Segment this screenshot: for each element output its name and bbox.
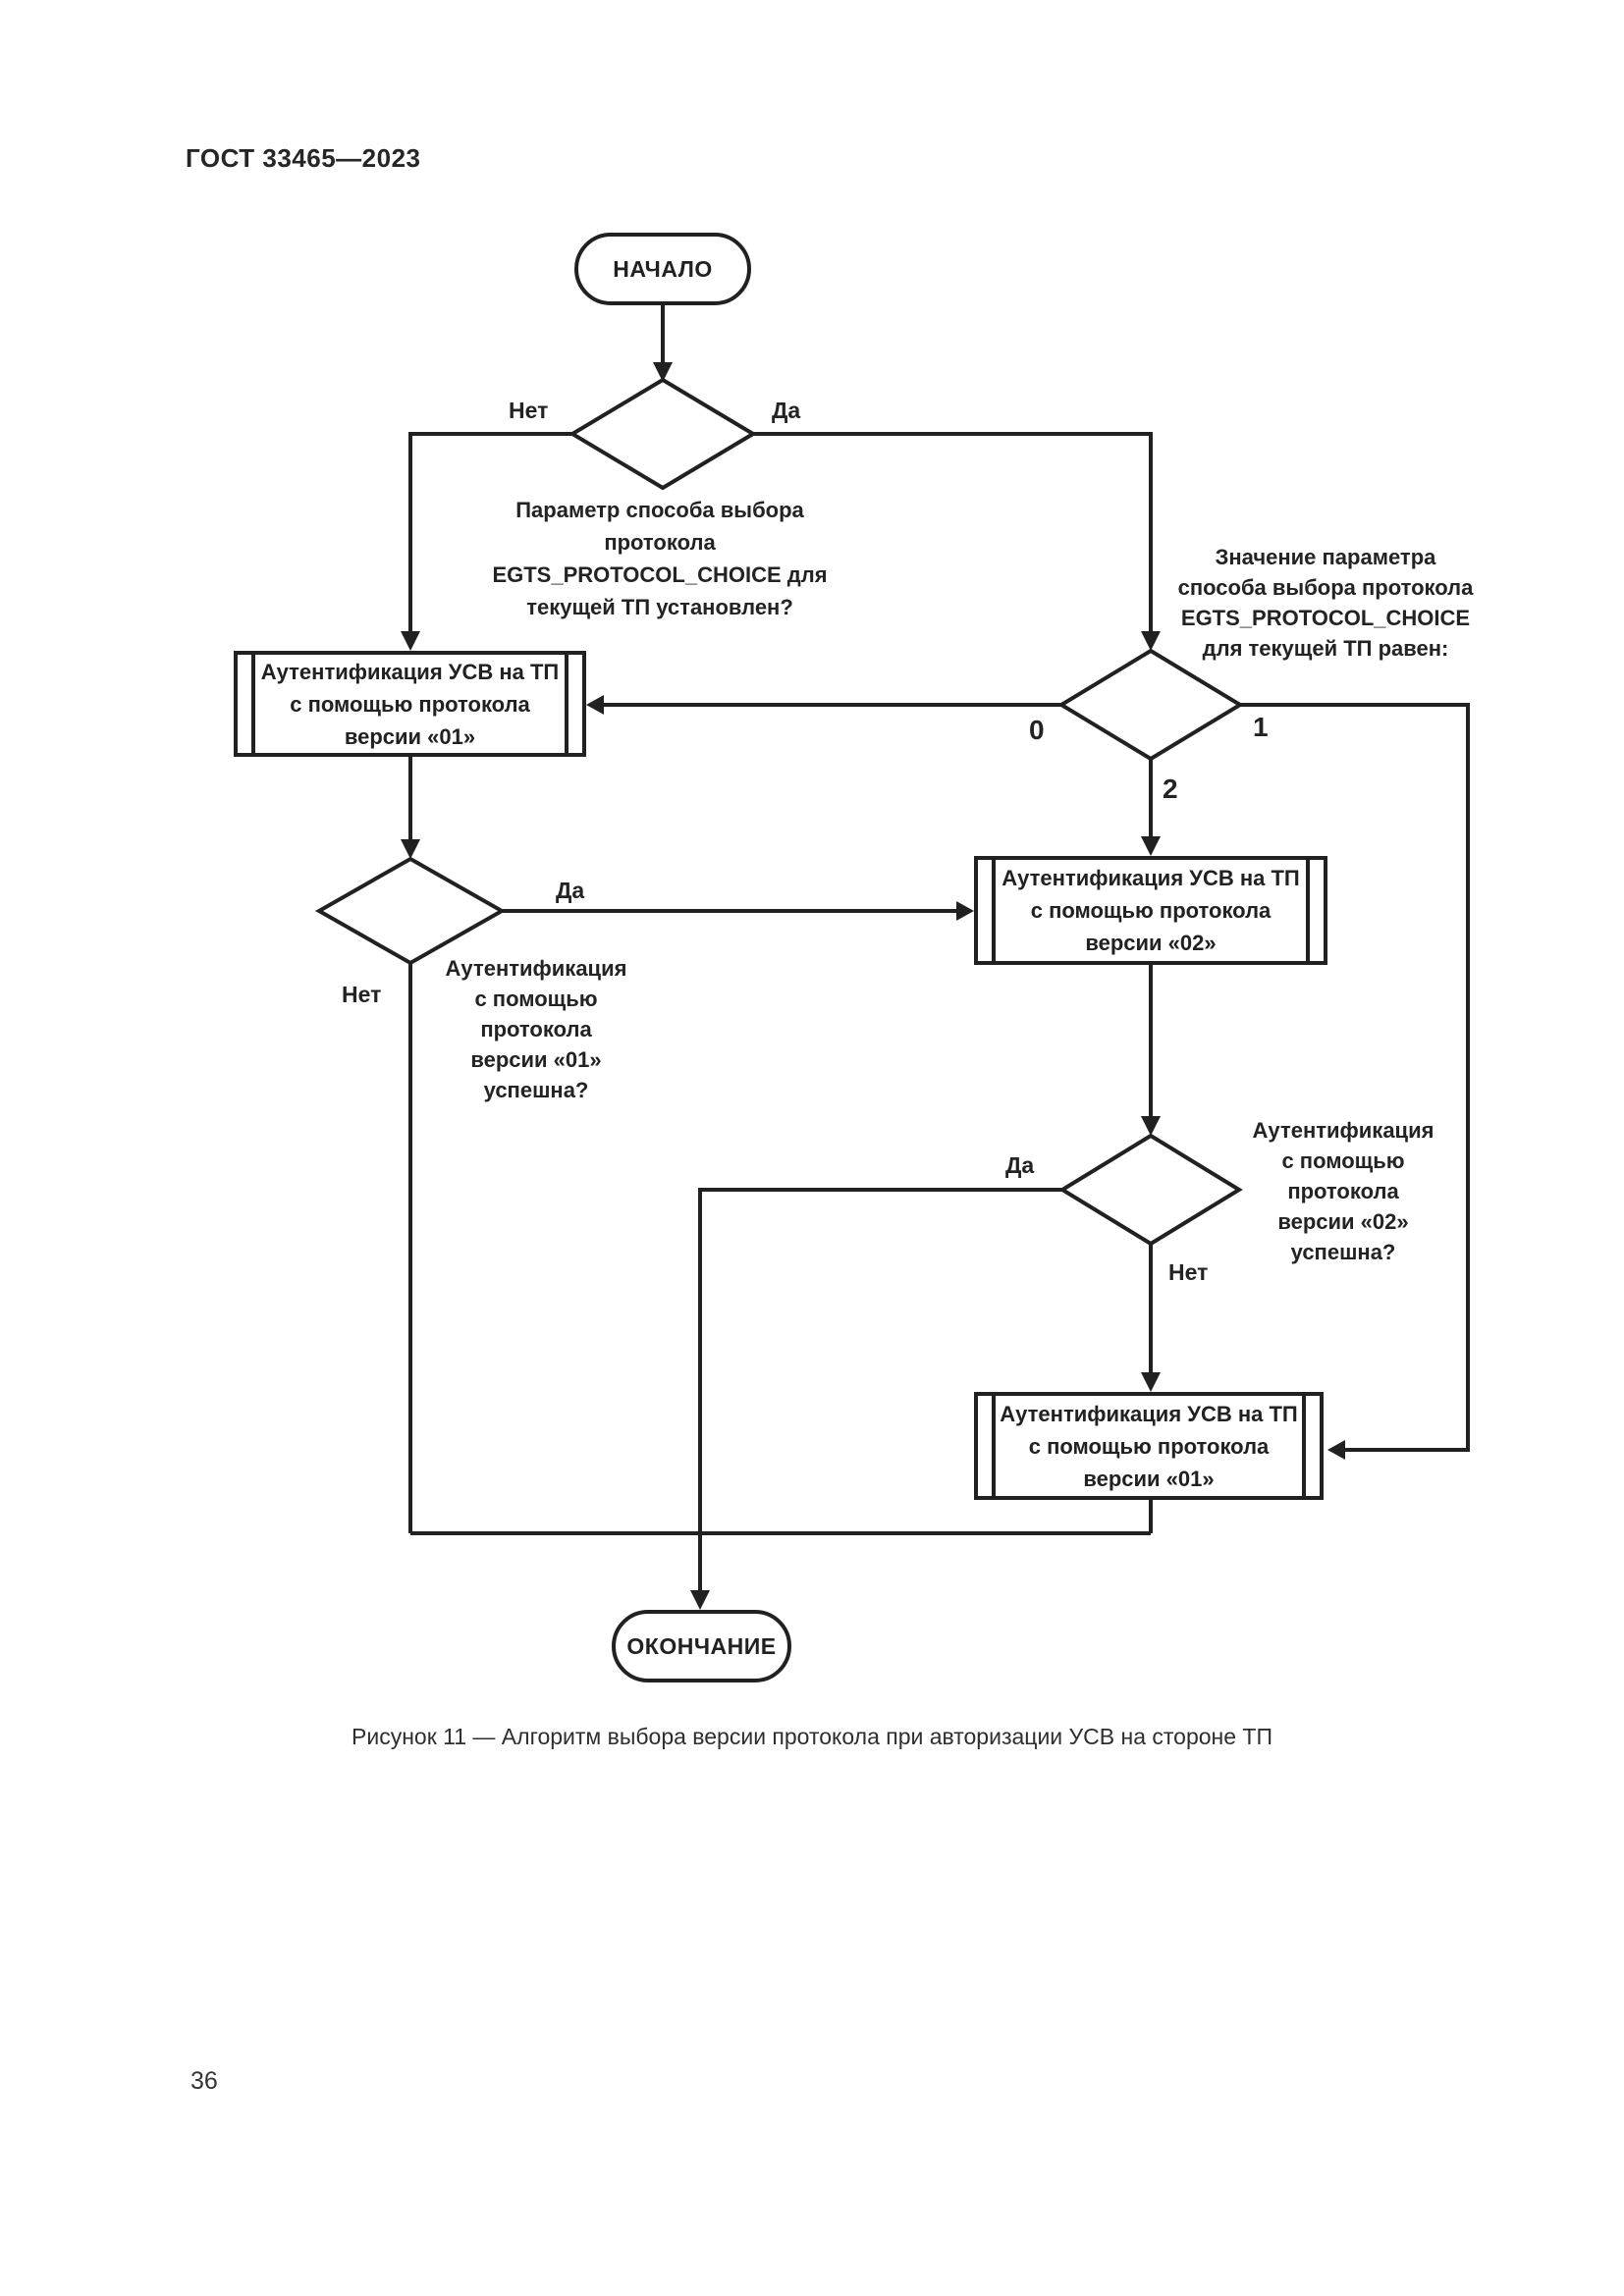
label-decision2-value1: 1 — [1253, 712, 1269, 742]
process-auth-protocol-02: Аутентификация УСВ на ТП с помощью прото… — [974, 856, 1327, 965]
predefined-process-right-bar — [1306, 860, 1310, 961]
label-decision1-yes: Да — [772, 398, 801, 423]
predefined-process-left-bar — [992, 860, 996, 961]
edge-decision4-yes — [698, 1188, 1064, 1533]
process-auth-protocol-01-bottom: Аутентификация УСВ на ТП с помощью прото… — [974, 1392, 1324, 1500]
process-auth-protocol-01-bottom-text: Аутентификация УСВ на ТП с помощью прото… — [1000, 1401, 1298, 1491]
label-decision1-no: Нет — [509, 398, 549, 423]
predefined-process-left-bar — [992, 1396, 996, 1496]
process-auth-protocol-01-top: Аутентификация УСВ на ТП с помощью прото… — [234, 651, 586, 757]
arrowhead-into-decision3 — [401, 839, 420, 859]
decision-4-diamond — [1058, 1133, 1243, 1247]
predefined-process-right-bar — [565, 655, 568, 753]
arrowhead-into-process02 — [1141, 836, 1161, 856]
decision-2-diamond — [1057, 648, 1244, 762]
label-decision2-value0: 0 — [1029, 715, 1045, 745]
page-number: 36 — [190, 2067, 218, 2095]
arrowhead-into-process01-top-right — [586, 695, 604, 715]
arrowhead-into-process01-top — [401, 631, 420, 651]
figure-caption: Рисунок 11 — Алгоритм выбора версии прот… — [352, 1724, 1272, 1749]
process-auth-protocol-02-text: Аутентификация УСВ на ТП с помощью прото… — [1001, 866, 1300, 955]
edge-decision1-yes — [751, 432, 1153, 633]
decision-3-diamond — [314, 856, 507, 966]
edge-decision2-value1 — [1238, 703, 1470, 1452]
decision-2-question: Значение параметра способа выбора проток… — [1177, 545, 1474, 661]
arrowhead-into-end — [690, 1590, 710, 1610]
decision-3-question: Аутентификация с помощью протокола верси… — [445, 956, 627, 1102]
label-decision3-no: Нет — [342, 982, 382, 1007]
arrowhead-into-process01-bottom-right — [1327, 1440, 1345, 1460]
arrowhead-into-decision4 — [1141, 1116, 1161, 1136]
arrowhead-into-process02-left — [956, 901, 974, 921]
decision-1-question: Параметр способа выбора протокола EGTS_P… — [492, 498, 828, 619]
process-auth-protocol-01-top-text: Аутентификация УСВ на ТП с помощью прото… — [260, 659, 560, 749]
edge-decision1-no — [408, 432, 575, 633]
arrowhead-into-decision1 — [653, 362, 673, 382]
predefined-process-left-bar — [251, 655, 255, 753]
decision-1-diamond — [568, 377, 757, 491]
label-decision4-yes: Да — [1005, 1152, 1035, 1178]
predefined-process-right-bar — [1302, 1396, 1306, 1496]
arrowhead-into-process01-bottom — [1141, 1372, 1161, 1392]
end-terminal: ОКОНЧАНИЕ — [612, 1610, 791, 1682]
label-decision2-value2: 2 — [1163, 774, 1178, 804]
decision-4-question: Аутентификация с помощью протокола верси… — [1252, 1118, 1435, 1264]
label-decision4-no: Нет — [1168, 1259, 1209, 1285]
start-terminal: НАЧАЛО — [574, 233, 751, 305]
arrowhead-into-decision2 — [1141, 631, 1161, 651]
document-header: ГОСТ 33465—2023 — [186, 143, 421, 173]
label-decision3-yes: Да — [556, 878, 585, 903]
